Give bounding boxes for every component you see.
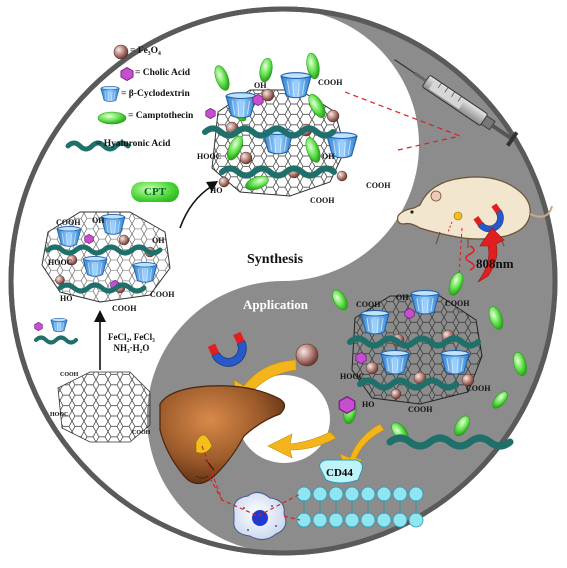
legend-camptothecin-label: = Camptothecin — [128, 111, 194, 121]
magnet-icon — [473, 203, 504, 233]
cd44-membrane — [296, 459, 424, 528]
legend-hyaluronic-acid-icon — [65, 140, 131, 152]
top-cooh-3: COOH — [310, 196, 335, 205]
left-cooh-2: COOH — [150, 290, 175, 299]
magnet-icon-large — [207, 331, 247, 367]
legend — [65, 44, 134, 152]
dashed-links-bottom — [201, 445, 301, 521]
app-oh-1: OH — [396, 293, 409, 302]
reagents-label: FeCl₂, FeCl₃ NH₃·H₂O — [108, 332, 155, 354]
legend-fe3o4-icon — [113, 44, 129, 60]
syringe-icon — [394, 59, 519, 147]
top-hooc: HOOC — [197, 152, 222, 161]
left-hooc: HOOC — [48, 258, 73, 267]
left-cooh-3: COOH — [112, 304, 137, 313]
app-cooh-1: COOH — [356, 300, 381, 309]
cpt-label: CPT — [131, 182, 179, 202]
app-cooh-4: COOH — [408, 405, 433, 414]
cd44-label: CD44 — [326, 467, 353, 479]
legend-cholic-acid-icon — [120, 67, 134, 81]
nanocomposite-left — [41, 211, 171, 303]
free-fe3o4 — [295, 343, 319, 367]
left-oh-1: OH — [92, 216, 105, 225]
reagents-line2: NH₃·H₂O — [113, 343, 150, 353]
app-ho: HO — [362, 400, 375, 409]
dashed-links-top — [344, 91, 461, 151]
left-oh-2: OH — [152, 236, 165, 245]
top-oh-1: OH — [254, 81, 267, 90]
hyaluronic-strand — [386, 434, 514, 450]
go-cooh-1: COOH — [60, 372, 79, 378]
app-hooc: HOOC — [340, 372, 365, 381]
legend-cyclodextrin-label: = β-Cyclodextrin — [121, 89, 190, 99]
top-ho: HO — [210, 186, 223, 195]
synthesis-label: Synthesis — [247, 252, 304, 267]
left-cooh-1: COOH — [56, 218, 81, 227]
nanocomposite-application — [347, 290, 483, 405]
graphene-oxide — [57, 371, 151, 443]
laser-arrow-icon — [457, 227, 505, 293]
nanocomposite-top — [202, 52, 358, 197]
top-cooh-2: COOH — [366, 181, 391, 190]
legend-cyclodextrin-icon — [100, 86, 120, 103]
app-cooh-2: COOH — [445, 299, 470, 308]
tumor-cell-icon — [233, 492, 287, 540]
application-label: Application — [243, 297, 309, 312]
monomer-icon — [34, 318, 78, 345]
wavelength-label: 808nm — [476, 256, 514, 271]
legend-cholic-acid-label: = Cholic Acid — [135, 68, 191, 78]
go-cooh-2: COOH — [132, 430, 151, 436]
go-hooc: HOOC — [50, 412, 69, 418]
legend-hyaluronic-acid-label: = Hyaluronic Acid — [96, 139, 171, 149]
liver-icon — [159, 385, 286, 485]
legend-camptothecin-icon — [97, 111, 127, 125]
reagents-line1: FeCl₂, FeCl₃ — [108, 332, 155, 342]
left-ho: HO — [60, 294, 73, 303]
top-cooh-1: COOH — [318, 78, 343, 87]
synthesis-arrows — [94, 181, 218, 370]
legend-fe3o4-label: = Fe₃O₄ — [130, 46, 161, 56]
app-cooh-3: COOH — [466, 384, 491, 393]
top-oh-2: OH — [322, 152, 335, 161]
mouse-icon — [397, 176, 553, 248]
